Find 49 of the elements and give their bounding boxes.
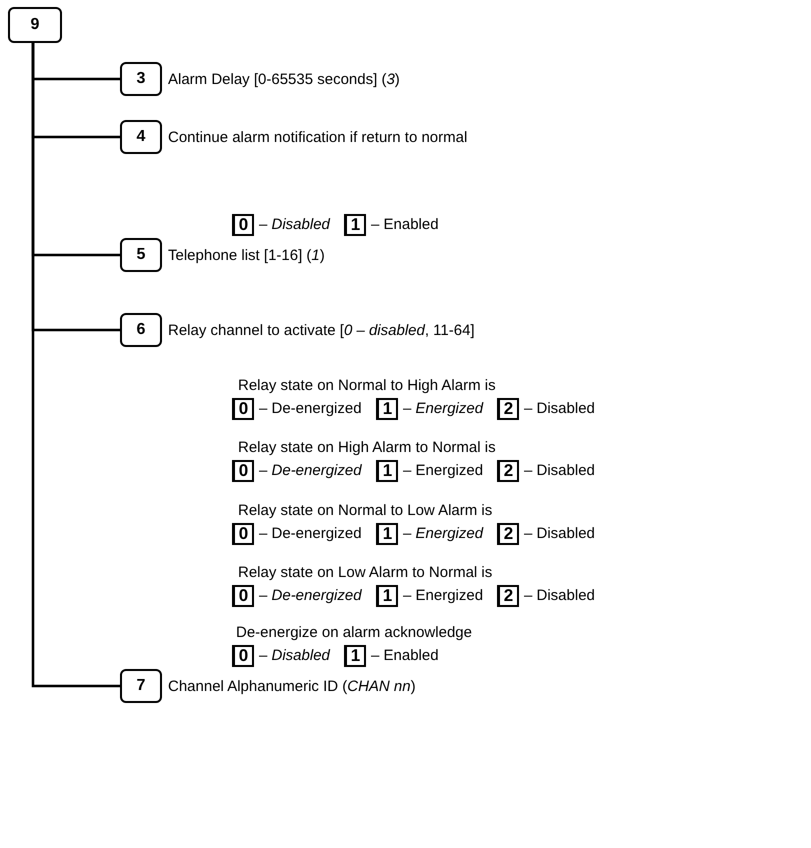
option-text: – Disabled — [259, 216, 330, 233]
menu-key-box: 3 — [120, 62, 162, 96]
option-key-box: 2 — [497, 585, 519, 607]
option-text: – Energized — [403, 587, 484, 604]
option-key-box: 1 — [344, 214, 366, 236]
option-text: – Enabled — [371, 216, 439, 233]
option-text: – De-energized — [259, 462, 362, 479]
section-heading: Relay state on Normal to High Alarm is — [238, 377, 496, 394]
menu-item-text: Alarm Delay [0-65535 seconds] (3) — [168, 71, 400, 88]
menu-item-text: Continue alarm notification if return to normal — [168, 129, 468, 146]
section-heading: De-energize on alarm acknowledge — [236, 624, 472, 641]
menu-item-text: Telephone list [1-16] (1) — [168, 247, 325, 264]
menu-key-box: 6 — [120, 313, 162, 347]
option-key-box: 1 — [376, 523, 398, 545]
option-text: – Energized — [403, 462, 484, 479]
option-key-box: 1 — [376, 585, 398, 607]
option-key-box: 2 — [497, 460, 519, 482]
option-key-box: 0 — [232, 585, 254, 607]
option-text: – De-energized — [259, 400, 362, 417]
option-key-box: 0 — [232, 398, 254, 420]
option-key-box: 2 — [497, 523, 519, 545]
option-key-box: 2 — [497, 398, 519, 420]
menu-key-box: 7 — [120, 669, 162, 703]
option-key-box: 1 — [376, 398, 398, 420]
option-text: – Enabled — [371, 647, 439, 664]
option-text: – Disabled — [524, 587, 595, 604]
option-key-box: 0 — [232, 523, 254, 545]
connector-line — [32, 43, 120, 688]
option-key-box: 0 — [232, 645, 254, 667]
menu-item-text: Channel Alphanumeric ID (CHAN nn) — [168, 678, 416, 695]
menu-key-box: 5 — [120, 238, 162, 272]
option-key-box: 1 — [376, 460, 398, 482]
menu-item-text: Relay channel to activate [0 – disabled, 11-64] — [168, 322, 475, 339]
option-key-box: 0 — [232, 460, 254, 482]
section-heading: Relay state on High Alarm to Normal is — [238, 439, 496, 456]
option-text: – Disabled — [259, 647, 330, 664]
option-text: – De-energized — [259, 587, 362, 604]
option-text: – Energized — [403, 525, 484, 542]
option-text: – De-energized — [259, 525, 362, 542]
section-heading: Relay state on Normal to Low Alarm is — [238, 502, 492, 519]
section-heading: Relay state on Low Alarm to Normal is — [238, 564, 492, 581]
option-text: – Disabled — [524, 400, 595, 417]
option-text: – Disabled — [524, 462, 595, 479]
option-text: – Energized — [403, 400, 484, 417]
option-key-box: 0 — [232, 214, 254, 236]
menu-key-box: 9 — [8, 7, 62, 43]
option-key-box: 1 — [344, 645, 366, 667]
option-text: – Disabled — [524, 525, 595, 542]
menu-key-box: 4 — [120, 120, 162, 154]
